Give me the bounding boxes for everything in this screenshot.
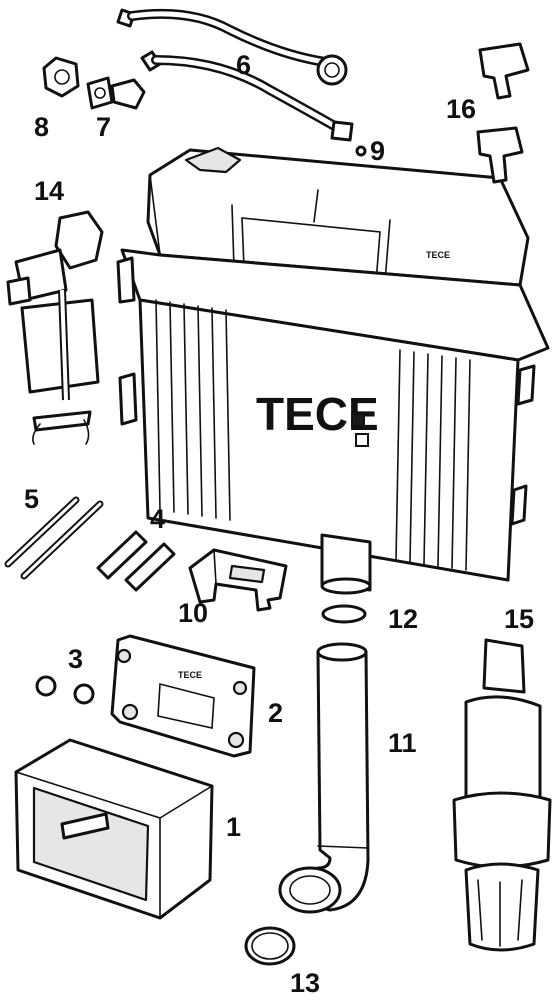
label-part-8: 8 [34, 112, 49, 142]
part-6-hoses [116, 8, 354, 142]
label-part-1: 1 [226, 812, 241, 842]
part-1-frame-box [14, 738, 214, 920]
label-part-14: 14 [34, 176, 64, 206]
part-7-valve [86, 76, 146, 110]
cistern: TECE TECE [116, 146, 550, 595]
part-3-nuts [35, 675, 95, 705]
label-part-12: 12 [388, 604, 418, 634]
part-15-flush-valve [452, 638, 552, 952]
part-11-pipe [278, 642, 370, 914]
part-16-clips [476, 42, 530, 184]
part-10-bracket [188, 548, 288, 612]
part-8-clip [42, 56, 80, 98]
label-part-13: 13 [290, 968, 320, 998]
part-9-ring [355, 145, 367, 157]
label-part-6: 6 [236, 50, 251, 80]
label-part-5: 5 [24, 484, 39, 514]
label-part-3: 3 [68, 644, 83, 674]
part-labels: 1 2 3 4 5 6 7 8 9 10 11 12 13 14 15 16 [24, 50, 534, 998]
label-part-9: 9 [370, 136, 385, 166]
label-part-11: 11 [388, 728, 417, 758]
label-part-15: 15 [504, 604, 534, 634]
label-part-7: 7 [96, 112, 111, 142]
label-part-4: 4 [150, 504, 165, 534]
label-part-2: 2 [268, 698, 283, 728]
cistern-ribs-left [155, 299, 231, 521]
part-4-bolts [96, 530, 176, 592]
label-part-16: 16 [446, 94, 476, 124]
part-13-ring [244, 926, 296, 966]
part-14-fill-valve [6, 210, 104, 445]
cistern-ribs-right [395, 349, 471, 571]
plate-logo: TECE [178, 670, 202, 680]
label-part-10: 10 [178, 598, 208, 628]
part-2-plate: TECE [110, 634, 256, 758]
cistern-small-logo: TECE [426, 250, 450, 260]
part-5-rods [4, 496, 104, 580]
part-12-seal [321, 604, 367, 624]
